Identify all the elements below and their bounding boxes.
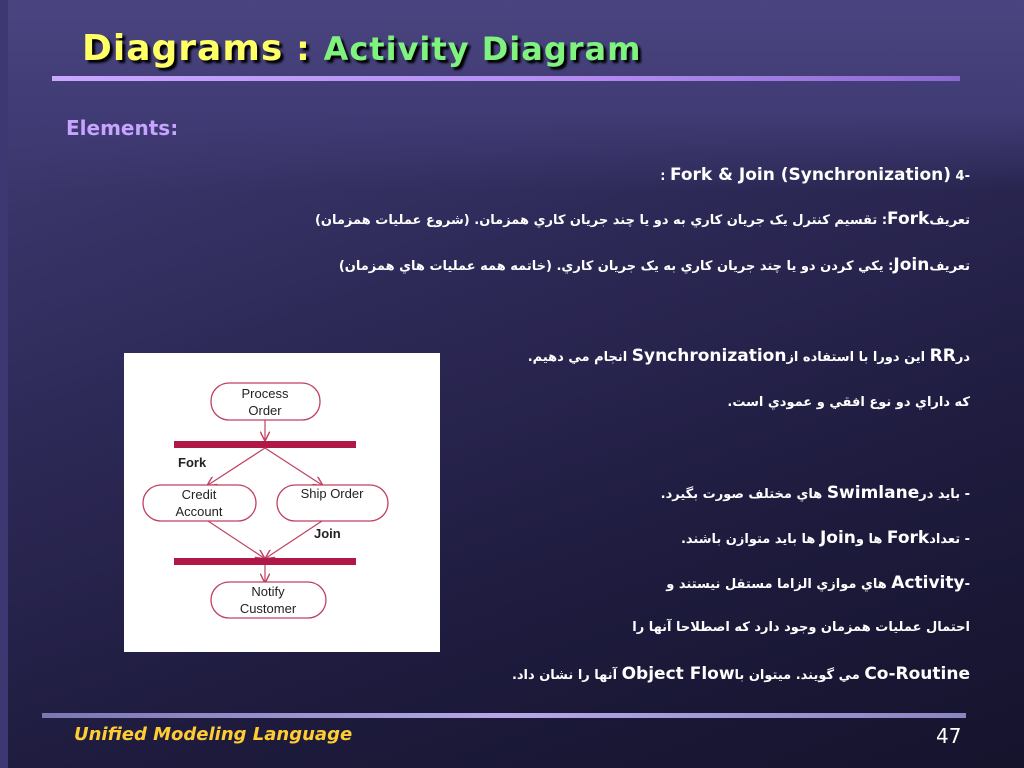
- process-order-text-1: Process: [242, 386, 289, 401]
- line5-text: که داراي دو نوع افقي و عمودي است.: [727, 395, 970, 410]
- line8-suffix: هاي موازي الزاما مستقل نيستند و: [666, 577, 892, 592]
- notify-customer-text-2: Customer: [240, 601, 297, 616]
- edge-fork-to-ship: [264, 447, 322, 485]
- footer-course-title: Unified Modeling Language: [74, 724, 353, 745]
- node-notify-customer: [210, 581, 327, 619]
- line10-suffix: آنها را نشان داد.: [511, 668, 622, 683]
- page-number: 47: [936, 724, 962, 748]
- node-credit-account: [142, 484, 257, 522]
- line8-en: Activity: [891, 573, 965, 593]
- line-concurrency: احتمال عمليات همزمان وجود دارد که اصطلاح…: [632, 620, 970, 635]
- line7-suffix: ها بايد متوازن باشند.: [680, 532, 820, 547]
- fork-bar: [174, 441, 356, 448]
- line7-en2: Join: [819, 528, 856, 548]
- line4-prefix: در: [955, 350, 970, 365]
- title-subtitle: Activity Diagram: [323, 30, 642, 68]
- title-main: Diagrams: [82, 28, 284, 69]
- activity-diagram-figure: Process Order Fork Credit Account Ship O…: [124, 353, 440, 652]
- line2-suffix: : تقسيم کنترل يک جريان کاري به دو يا چند…: [314, 213, 888, 228]
- line3-suffix: : يکي کردن دو يا چند جريان کاري به يک جر…: [338, 259, 894, 274]
- line4-en1: RR: [929, 346, 956, 366]
- line7-prefix: - تعداد: [929, 532, 970, 547]
- line-activity: -Activity هاي موازي الزاما مستقل نيستند …: [666, 573, 970, 593]
- notify-customer-text-1: Notify: [251, 584, 285, 599]
- left-strip: [0, 0, 8, 768]
- slide-title: Diagrams : Activity Diagram: [82, 28, 641, 69]
- title-divider: [52, 76, 960, 81]
- line2-prefix: تعريف: [929, 213, 970, 228]
- line-join-definition: تعريفJoin: يکي کردن دو يا چند جريان کاري…: [339, 255, 970, 275]
- ship-order-text: Ship Order: [301, 486, 365, 501]
- activity-diagram-svg: Process Order Fork Credit Account Ship O…: [142, 382, 389, 619]
- line7-en1: Fork: [886, 528, 930, 548]
- edge-credit-to-join: [207, 520, 264, 558]
- join-label: Join: [314, 526, 341, 541]
- fork-label: Fork: [178, 455, 207, 470]
- node-ship-order: [276, 484, 389, 522]
- line1-prefix: -4: [955, 169, 970, 184]
- line6-en: Swimlane: [826, 483, 920, 503]
- line3-prefix: تعريف: [929, 259, 970, 274]
- line10-mid: مي گويند. ميتوان با: [734, 668, 865, 683]
- line-fork-join-heading: -4 (Synchronization) Fork & Join :: [660, 165, 970, 185]
- line10-en2: Object Flow: [621, 664, 735, 684]
- line-swimlane: - بايد درSwimlane هاي مختلف صورت بگيرد.: [661, 483, 970, 503]
- join-bar: [174, 558, 356, 565]
- line-types: که داراي دو نوع افقي و عمودي است.: [727, 395, 970, 410]
- line1-suffix: :: [660, 169, 666, 184]
- line9-text: احتمال عمليات همزمان وجود دارد که اصطلاح…: [632, 620, 970, 635]
- edge-fork-to-credit: [208, 447, 266, 485]
- line2-en: Fork: [887, 209, 930, 229]
- line6-prefix: - بايد در: [919, 487, 970, 502]
- line8-prefix: -: [964, 577, 970, 592]
- title-separator: :: [283, 29, 324, 69]
- line4-en2: Synchronization: [631, 346, 787, 366]
- credit-account-text-2: Account: [176, 504, 223, 519]
- line-fork-definition: تعريفFork: تقسيم کنترل يک جريان کاري به …: [315, 209, 970, 229]
- header-band: [0, 0, 1024, 190]
- line4-suffix: انجام مي دهيم.: [527, 350, 632, 365]
- line-balance: - تعدادFork ها وJoin ها بايد متوازن باشن…: [681, 528, 970, 548]
- line1-en: (Synchronization) Fork & Join: [669, 165, 952, 185]
- line3-en: Join: [893, 255, 930, 275]
- line6-suffix: هاي مختلف صورت بگيرد.: [660, 487, 827, 502]
- line4-mid: اين دورا با استفاده از: [786, 350, 930, 365]
- process-order-text-2: Order: [248, 403, 282, 418]
- line10-en1: Co-Routine: [864, 664, 970, 684]
- edge-ship-to-join: [266, 520, 323, 558]
- footer-divider: [42, 713, 966, 718]
- section-label: Elements:: [66, 116, 179, 140]
- line7-mid: ها و: [855, 532, 887, 547]
- line-rr-sync: درRR اين دورا با استفاده ازSynchronizati…: [528, 346, 970, 366]
- line-coroutine: Co-Routine مي گويند. ميتوان باObject Flo…: [512, 664, 970, 684]
- credit-account-text-1: Credit: [182, 487, 217, 502]
